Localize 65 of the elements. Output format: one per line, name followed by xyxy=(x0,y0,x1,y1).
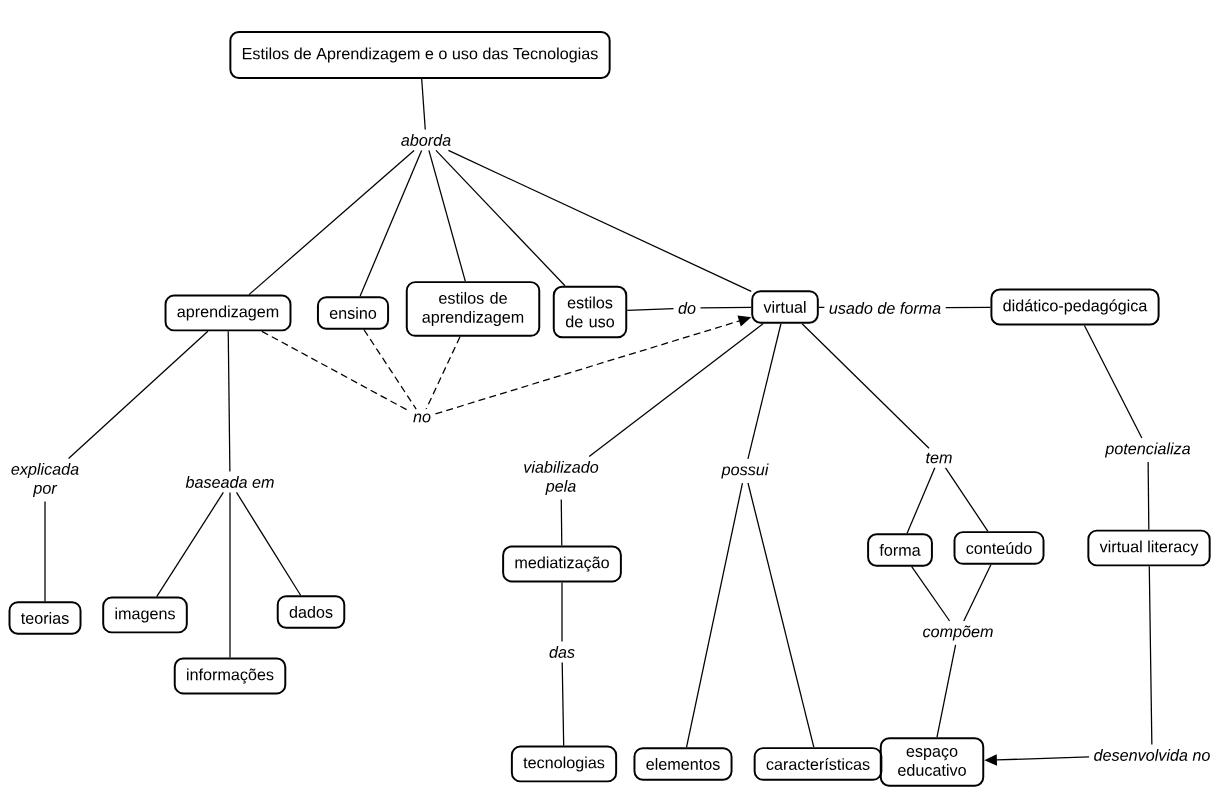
connector xyxy=(156,491,224,598)
connector xyxy=(1083,324,1143,439)
connector xyxy=(561,661,565,747)
connector xyxy=(818,306,825,308)
concept-box: conteúdo xyxy=(953,531,1045,565)
connector xyxy=(447,149,752,292)
linking-phrase: explicada por xyxy=(11,462,79,497)
linking-phrase: das xyxy=(549,646,575,658)
connector xyxy=(435,149,566,287)
concept-box: aprendizagem xyxy=(164,294,292,332)
connector xyxy=(906,467,936,534)
concept-box: teorias xyxy=(8,601,82,635)
connector xyxy=(747,323,782,460)
connector xyxy=(944,467,989,532)
linking-phrase: baseada em xyxy=(185,476,274,488)
connector xyxy=(235,491,302,596)
connector xyxy=(229,491,231,659)
connector xyxy=(1147,461,1150,531)
linking-phrase: desenvolvida no xyxy=(1094,749,1210,761)
connector xyxy=(963,564,992,622)
connector xyxy=(363,329,417,410)
connector xyxy=(421,78,426,131)
concept-box: dados xyxy=(276,595,346,629)
connector xyxy=(801,323,930,449)
connector xyxy=(227,330,231,473)
concept-box: mediatização xyxy=(502,545,622,583)
connector xyxy=(936,644,957,738)
concept-box: didático-pedagógica xyxy=(990,288,1160,326)
connector xyxy=(359,149,423,297)
linking-phrase: potencializa xyxy=(1104,442,1191,458)
connector xyxy=(248,149,415,296)
linking-phrase: aborda xyxy=(401,134,451,146)
linking-phrase: possui xyxy=(721,463,769,479)
concept-box: estilos de aprendizagem xyxy=(405,281,541,337)
connector xyxy=(588,323,764,458)
title-box: Estilos de Aprendizagem e o uso das Tecnologias xyxy=(229,31,611,79)
concept-box: espaço educativo xyxy=(879,737,985,787)
concept-box: virtual literacy xyxy=(1087,529,1211,567)
linking-phrase: usado de forma xyxy=(829,302,941,314)
connector xyxy=(911,566,951,622)
concept-box: elementos xyxy=(633,747,733,781)
linking-phrase: viabilizado pela xyxy=(524,460,599,495)
concept-box: informações xyxy=(173,657,287,695)
linking-phrase: no xyxy=(413,413,431,423)
connector xyxy=(945,306,992,309)
connector xyxy=(747,482,815,748)
concept-box: tecnologias xyxy=(510,745,618,783)
connector xyxy=(1148,565,1153,746)
concept-box: forma xyxy=(867,533,933,567)
concept-box: virtual xyxy=(751,290,819,324)
connector xyxy=(626,307,675,312)
concept-box: ensino xyxy=(316,296,390,330)
concept-box: imagens xyxy=(102,596,188,634)
concept-box: características xyxy=(753,747,883,781)
linking-phrase: tem xyxy=(926,452,952,464)
concept-box: estilos de uso xyxy=(552,285,628,339)
connector xyxy=(561,581,563,643)
linking-phrase: compõem xyxy=(923,625,993,641)
connector xyxy=(428,149,466,282)
connector xyxy=(67,330,209,460)
connector xyxy=(560,498,563,547)
connector xyxy=(699,306,752,309)
linking-phrase: do xyxy=(678,302,696,314)
connector xyxy=(685,482,744,748)
connector xyxy=(44,500,46,602)
